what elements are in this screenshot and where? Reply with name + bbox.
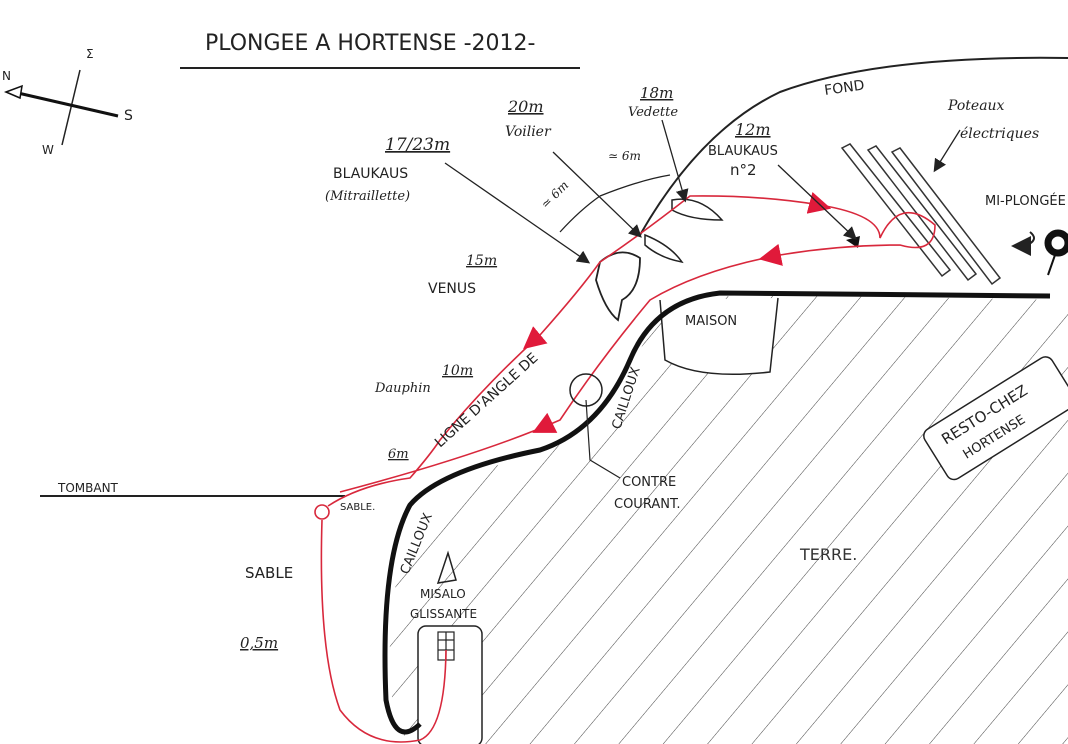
depth-6m: 6m <box>388 447 409 462</box>
depth-0-5m: 0,5m <box>240 634 278 652</box>
turn-arrow-icon <box>1011 231 1035 256</box>
warning-triangle-icon <box>436 550 457 584</box>
shoreline <box>382 290 1051 735</box>
label-sable-small: SABLE. <box>340 502 375 513</box>
label-tombant: TOMBANT <box>57 481 119 495</box>
compass: N Σ S W <box>2 47 133 157</box>
blaukaus-wreck <box>595 251 641 322</box>
label-terre: TERRE. <box>799 545 857 564</box>
mooring-buoy-icon <box>1044 229 1068 276</box>
blaukaus1-depth: 17/23m <box>385 135 450 155</box>
vedette-name: Vedette <box>628 105 678 120</box>
vedette-depth: 18m <box>640 84 673 102</box>
venus-depth: 15m <box>466 253 497 269</box>
blaukaus1-name: BLAUKAUS <box>333 166 408 182</box>
venus-name: VENUS <box>428 281 476 297</box>
compass-w: W <box>42 143 54 157</box>
label-glissante: GLISSANTE <box>410 607 477 621</box>
label-contre: CONTRE <box>622 475 676 490</box>
blaukaus2-name: BLAUKAUS <box>708 144 778 159</box>
voilier-depth: 20m <box>507 97 544 116</box>
distance-1: ≃ 6m <box>538 178 571 211</box>
blaukaus2-sub: n°2 <box>730 161 757 179</box>
label-poteaux-2: électriques <box>960 126 1039 142</box>
map-title: PLONGEE A HORTENSE -2012- <box>205 31 535 56</box>
distance-2: ≃ 6m <box>608 149 641 163</box>
electric-poles <box>840 143 1002 286</box>
blaukaus1-sub: (Mitraillette) <box>325 189 410 204</box>
vedette-wreck <box>671 198 724 221</box>
pointer-line <box>585 399 621 479</box>
house-outline <box>659 297 779 376</box>
fond-line <box>639 56 1068 236</box>
pointer-arrows <box>444 119 961 264</box>
label-courant: COURANT. <box>614 497 680 512</box>
label-misalo: MISALO <box>420 587 466 601</box>
voilier-wreck <box>644 233 684 264</box>
label-fond: FOND <box>823 78 865 99</box>
voilier-name: Voilier <box>505 124 552 140</box>
label-maison: MAISON <box>685 314 737 329</box>
compass-s: S <box>124 108 133 124</box>
slipway-gap <box>417 625 483 744</box>
label-poteaux-1: Poteaux <box>947 98 1005 114</box>
land-area <box>389 295 1068 744</box>
label-mi-plongee: MI-PLONGÉE <box>985 193 1066 209</box>
dauphin-name: Dauphin <box>374 381 431 396</box>
label-sable: SABLE <box>245 564 293 582</box>
dive-route <box>314 192 936 743</box>
dauphin-depth: 10m <box>442 363 473 379</box>
compass-e: Σ <box>86 47 94 61</box>
compass-n: N <box>2 69 11 83</box>
blaukaus2-depth: 12m <box>735 120 771 139</box>
